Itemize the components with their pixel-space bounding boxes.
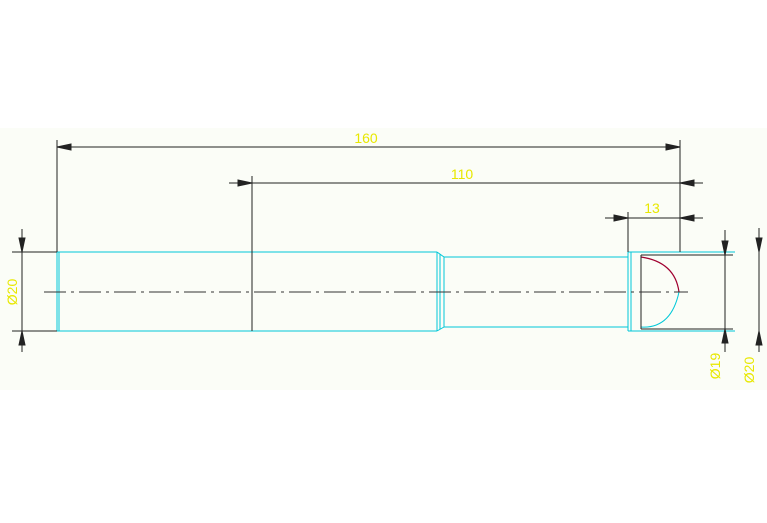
dimension-110 (229, 176, 703, 331)
shaft-outline (56, 251, 735, 332)
dimension-left-diameter-label: Ø20 (4, 279, 20, 306)
dimension-right-diameter-19 (721, 230, 729, 352)
dimension-160-label: 160 (354, 130, 378, 146)
dimension-110-label: 110 (451, 166, 474, 182)
dimension-160 (56, 140, 681, 252)
dimension-right-diameter-20-label: Ø20 (741, 357, 757, 384)
dimension-13-label: 13 (644, 200, 660, 216)
end-arc-red (640, 256, 680, 293)
dimension-left-diameter (12, 229, 57, 352)
dimension-13 (605, 212, 703, 252)
dimension-right-diameter-20 (755, 228, 763, 352)
dimension-right-diameter-19-label: Ø19 (707, 353, 723, 380)
drawing-area (0, 128, 767, 390)
